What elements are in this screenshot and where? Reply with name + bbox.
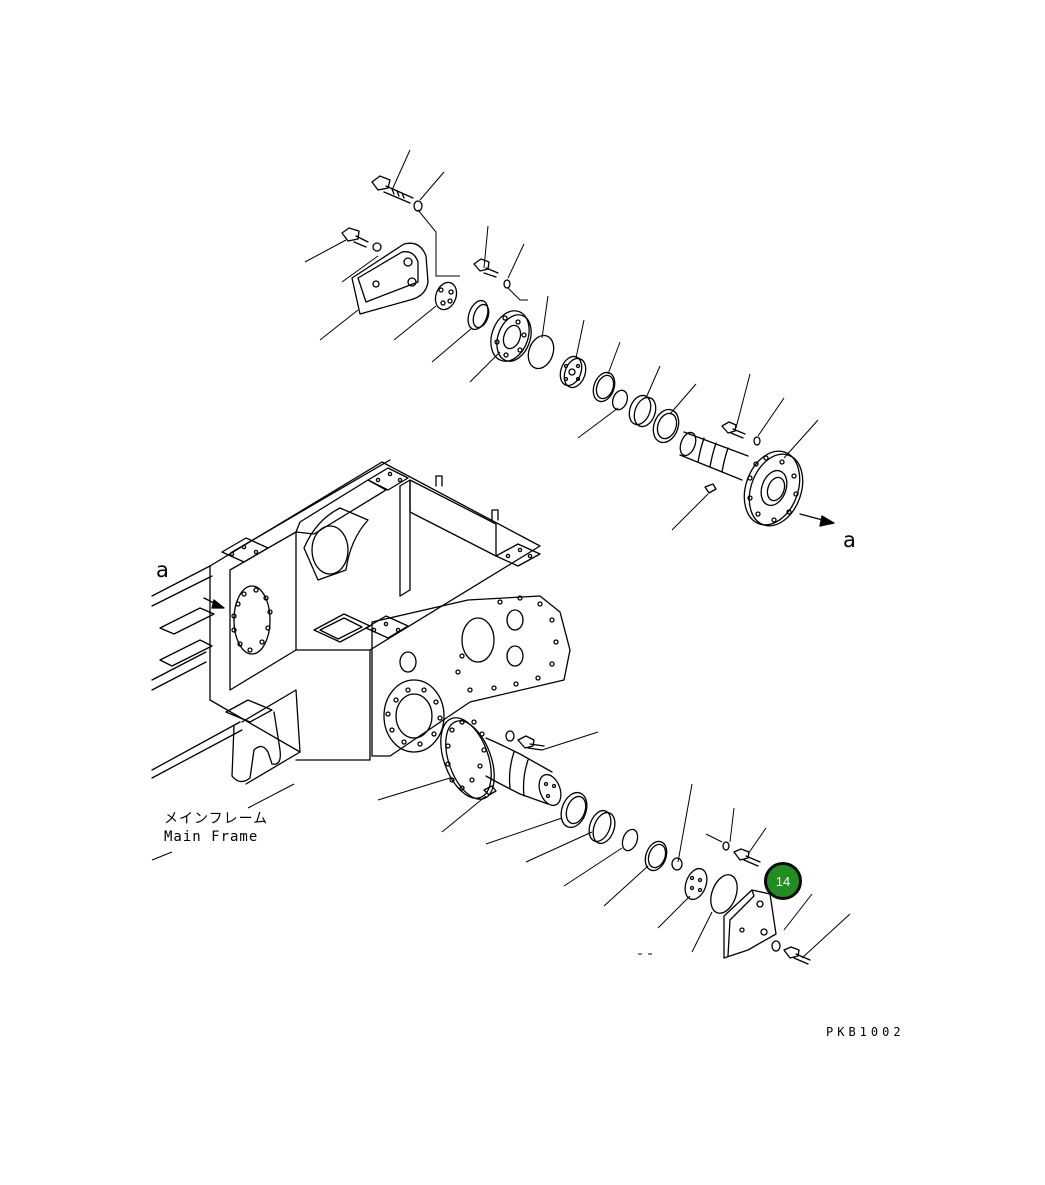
bracket-plate bbox=[351, 242, 429, 315]
main-frame-label-jp: メインフレーム bbox=[164, 811, 269, 827]
bolt-lower-right-b bbox=[783, 946, 811, 965]
bolt-middle bbox=[473, 258, 499, 278]
washer-right-upper bbox=[753, 436, 761, 446]
grease-fitting-lower bbox=[483, 785, 497, 796]
part-callout-14[interactable]: 14 bbox=[764, 862, 802, 900]
bolt-left bbox=[341, 227, 369, 248]
main-frame-label-en: Main Frame bbox=[164, 829, 259, 845]
bracket-plate-lower bbox=[723, 889, 777, 959]
bolt-right-upper bbox=[721, 421, 746, 439]
bearing-2 bbox=[652, 408, 680, 444]
cover-plate-small bbox=[434, 281, 458, 311]
o-ring-1 bbox=[527, 334, 555, 370]
lower-assembly bbox=[440, 717, 811, 965]
o-ring-lower-2 bbox=[671, 857, 683, 871]
arrow-to-a bbox=[799, 513, 835, 527]
washer-lower-right-b bbox=[771, 940, 781, 952]
leader-lines bbox=[151, 149, 851, 959]
washer-top bbox=[413, 200, 423, 212]
retainer-lower bbox=[684, 867, 708, 901]
cap-flange bbox=[490, 310, 532, 362]
view-label-a-right: a bbox=[843, 528, 856, 552]
seal-ring-lower-2 bbox=[588, 809, 616, 845]
seal-ring-1 bbox=[467, 299, 490, 331]
washer-middle bbox=[503, 279, 511, 289]
pivot-shaft-upper bbox=[679, 431, 804, 527]
main-frame bbox=[151, 459, 571, 785]
pivot-shaft-lower bbox=[440, 717, 562, 807]
view-label-a-left: a bbox=[156, 558, 169, 582]
retainer-hub bbox=[559, 355, 587, 389]
grease-fitting-upper bbox=[704, 483, 717, 494]
washer-lower-right-a bbox=[722, 841, 730, 851]
seal-ring-lower-1 bbox=[560, 791, 588, 829]
bolt-lower-right-a bbox=[733, 848, 761, 867]
o-ring-lower-3 bbox=[710, 874, 738, 914]
drawing-code: PKB1002 bbox=[826, 1025, 905, 1039]
bearing-1 bbox=[628, 394, 657, 428]
washer-lower-frame bbox=[505, 730, 515, 742]
upper-assembly bbox=[341, 175, 835, 527]
part-callout-number: 14 bbox=[775, 873, 791, 889]
bolt-lower-frame bbox=[517, 735, 545, 751]
snap-ring-lower bbox=[644, 840, 668, 872]
bolt-top bbox=[371, 175, 414, 204]
snap-ring-1 bbox=[592, 371, 616, 403]
washer-left bbox=[372, 242, 382, 252]
o-ring-lower-1 bbox=[621, 828, 639, 852]
